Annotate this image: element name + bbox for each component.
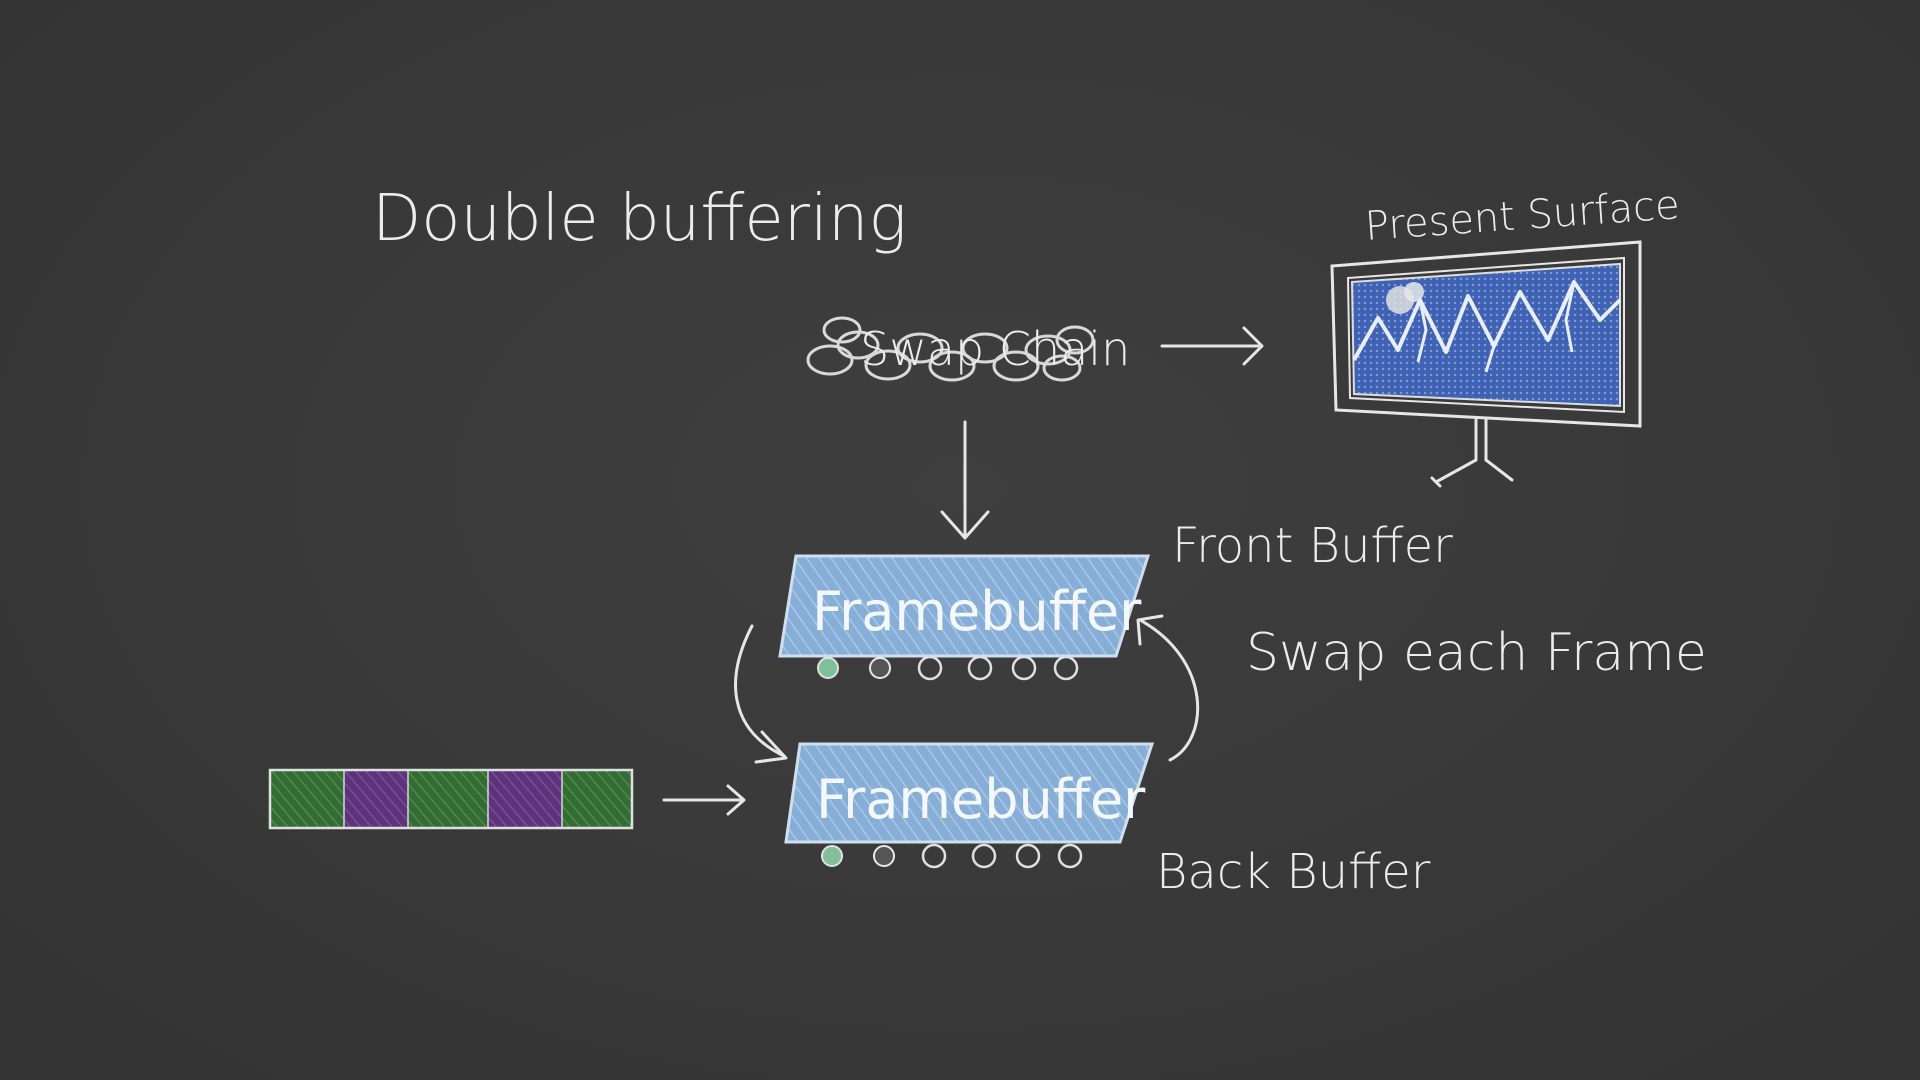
attachment-dot-icon: [917, 655, 943, 681]
queue-block: [488, 770, 562, 828]
attachment-dot-icon: [971, 843, 997, 869]
present-surface-label: Present Surface: [1363, 182, 1681, 250]
swap-arrow-right: [1136, 614, 1200, 762]
attachment-dot-icon: [967, 655, 993, 681]
queue-block: [344, 770, 408, 828]
swap-note: Swap each Frame: [1246, 623, 1707, 683]
attachment-dot-icon: [873, 845, 895, 867]
attachment-dot-icon: [821, 845, 843, 867]
back-buffer-label: Back Buffer: [1156, 844, 1431, 900]
queue-block: [562, 770, 632, 828]
render-queue: [268, 768, 634, 830]
front-framebuffer-label: Framebuffer: [812, 580, 1142, 643]
arrow-to-front-buffer: [940, 420, 990, 540]
queue-block: [270, 770, 344, 828]
attachment-dot-icon: [921, 843, 947, 869]
attachment-dot-icon: [1053, 655, 1079, 681]
arrow-queue-to-back-buffer: [662, 784, 746, 816]
front-framebuffer: Framebuffer: [778, 554, 1151, 658]
attachment-dot-icon: [1015, 843, 1041, 869]
projector-screen-icon: [1330, 240, 1642, 488]
back-framebuffer: Framebuffer: [784, 742, 1155, 844]
back-framebuffer-label: Framebuffer: [816, 768, 1146, 831]
front-buffer-label: Front Buffer: [1172, 518, 1453, 574]
queue-block: [408, 770, 488, 828]
swap-chain-label: Swap Chain: [860, 322, 1130, 376]
page-title: Double buffering: [372, 182, 907, 256]
arrow-to-present: [1160, 326, 1264, 366]
front-attachment-dots: [817, 655, 1079, 681]
swap-arrow-left: [734, 624, 788, 764]
attachment-dot-icon: [817, 657, 839, 679]
attachment-dot-icon: [1057, 843, 1083, 869]
back-attachment-dots: [821, 843, 1083, 869]
attachment-dot-icon: [1011, 655, 1037, 681]
chain-icon: [806, 316, 1095, 382]
attachment-dot-icon: [869, 657, 891, 679]
